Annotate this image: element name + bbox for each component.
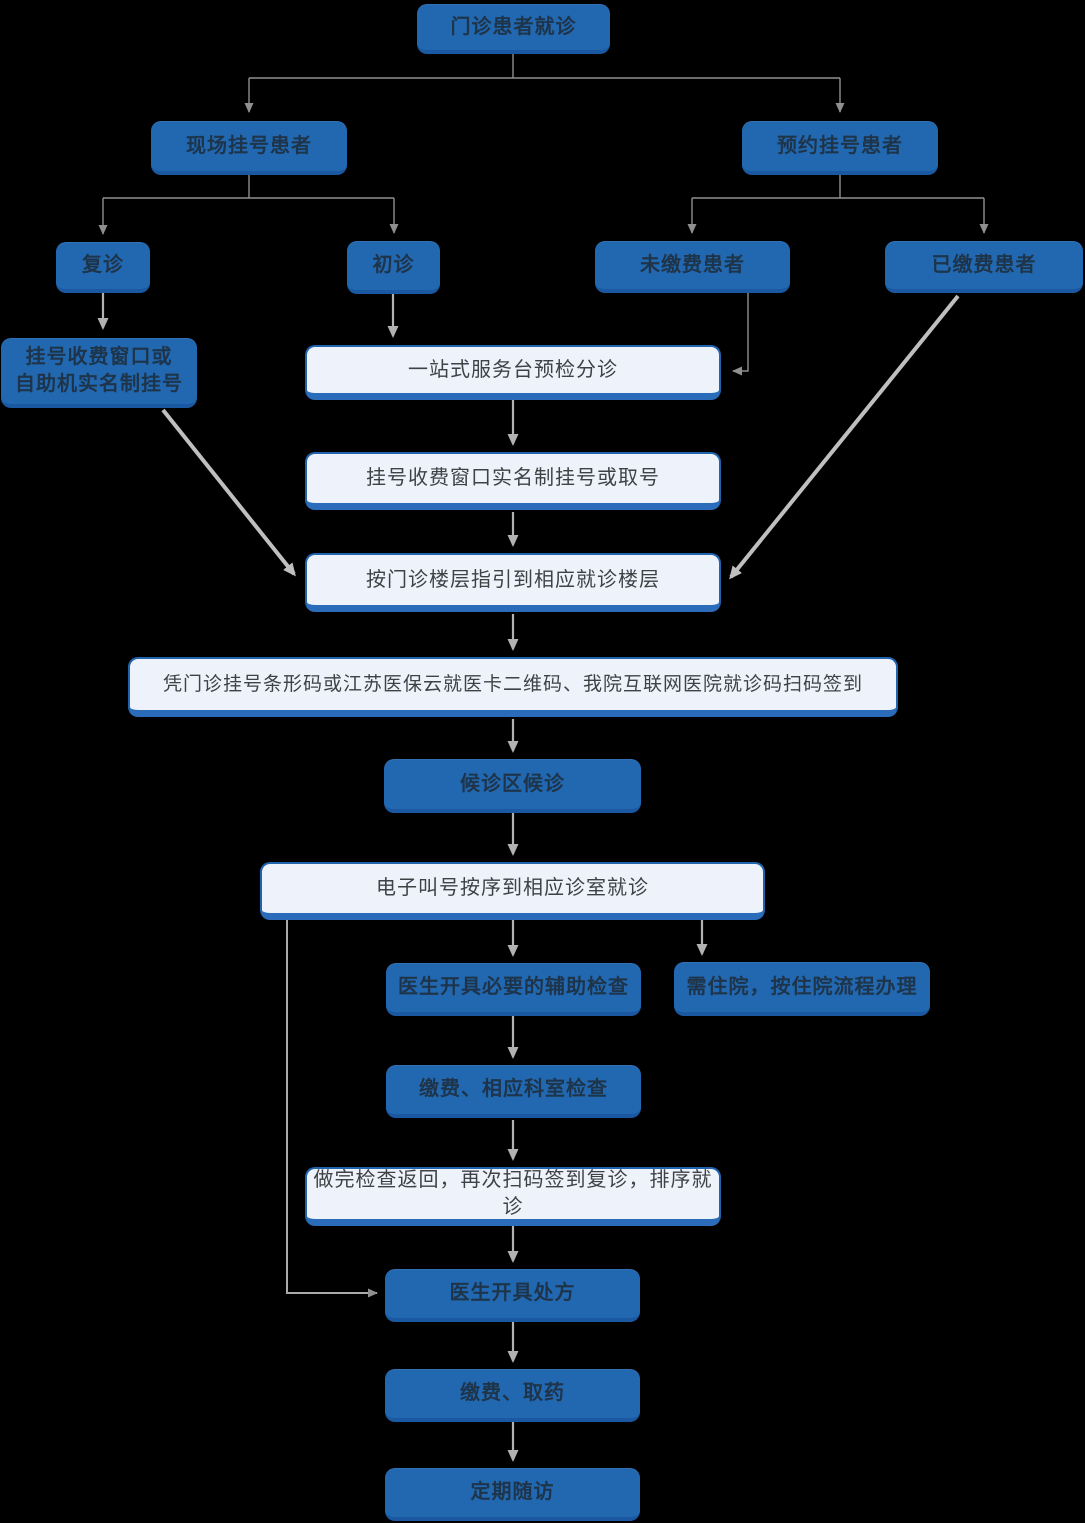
node-onsite-patient: 现场挂号患者 — [151, 121, 347, 175]
node-prescription: 医生开具处方 — [385, 1269, 640, 1322]
node-pay-medicine: 缴费、取药 — [385, 1369, 640, 1422]
node-onestop-triage: 一站式服务台预检分诊 — [305, 345, 721, 400]
node-start: 门诊患者就诊 — [417, 4, 610, 54]
edge-paid-floorguide — [729, 294, 960, 580]
node-return-signin: 做完检查返回，再次扫码签到复诊，排序就诊 — [305, 1167, 721, 1226]
node-followup: 定期随访 — [385, 1468, 640, 1521]
node-reserved-patient: 预约挂号患者 — [742, 121, 938, 175]
edge-windowselfreg-floorguide — [161, 408, 296, 577]
node-unpaid-patient: 未缴费患者 — [595, 241, 790, 293]
node-scan-signin: 凭门诊挂号条形码或江苏医保云就医卡二维码、我院互联网医院就诊码扫码签到 — [128, 657, 898, 717]
edge-unpaid-onestop — [732, 293, 749, 376]
node-window-selfreg: 挂号收费窗口或 自助机实名制挂号 — [1, 338, 197, 408]
node-aux-exam: 医生开具必要的辅助检查 — [386, 963, 641, 1016]
node-call-number: 电子叫号按序到相应诊室就诊 — [260, 862, 765, 920]
node-waiting-area: 候诊区候诊 — [384, 759, 641, 813]
node-window-takeno: 挂号收费窗口实名制挂号或取号 — [305, 452, 721, 510]
node-pay-exam: 缴费、相应科室检查 — [386, 1065, 641, 1118]
node-hospitalize: 需住院，按住院流程办理 — [674, 962, 930, 1016]
node-paid-patient: 已缴费患者 — [885, 241, 1083, 293]
node-first-visit: 初诊 — [347, 241, 440, 294]
node-revisit: 复诊 — [56, 242, 150, 293]
node-floor-guide: 按门诊楼层指引到相应就诊楼层 — [305, 553, 721, 612]
edge-callnumber-prescription-bypass — [286, 920, 378, 1298]
